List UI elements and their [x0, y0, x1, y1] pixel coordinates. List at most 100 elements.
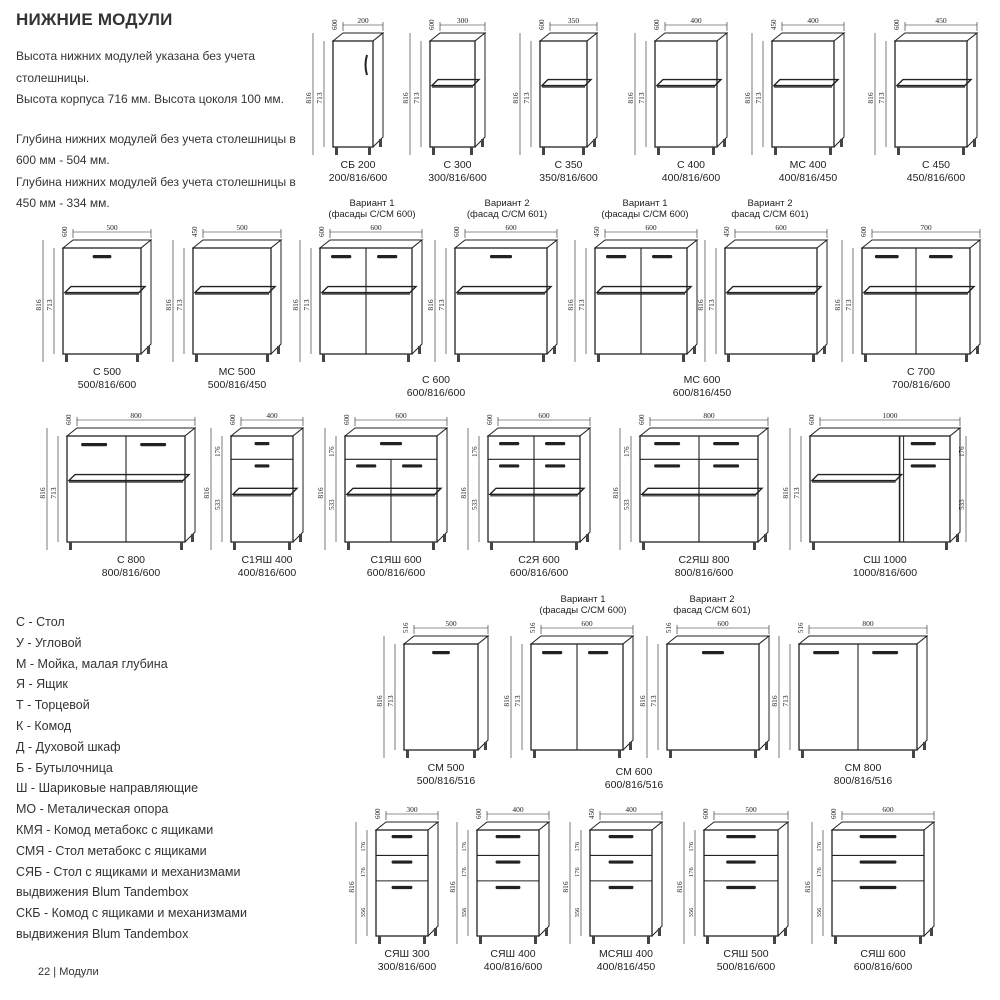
module-size: 800/816/600: [101, 567, 161, 579]
width-label: 350: [568, 16, 580, 25]
depth-label: 600: [830, 808, 838, 819]
height-label: 713: [649, 695, 658, 707]
handle-icon: [652, 255, 673, 259]
handle-icon: [654, 464, 681, 468]
side-panel: [436, 426, 448, 543]
depth-label: 450: [588, 808, 596, 819]
front-panel: [654, 40, 718, 148]
front-panel: [724, 247, 818, 355]
handle-icon: [495, 835, 521, 839]
side-panel: [546, 238, 558, 355]
shelf: [67, 473, 191, 482]
depth-label: 600: [343, 414, 351, 425]
depth-label: 600: [318, 226, 326, 237]
height-label: 816: [202, 487, 211, 499]
side-panel: [969, 238, 981, 355]
shelf: [231, 487, 299, 495]
variant-label-line: фасад С/СМ 601): [673, 605, 751, 616]
height-label: 176: [461, 867, 468, 878]
handle-icon: [377, 255, 398, 259]
leg: [136, 354, 139, 362]
leg: [669, 750, 672, 758]
side-panel: [758, 634, 770, 751]
variant-label: Вариант 1(фасады С/СМ 600): [533, 594, 633, 616]
height-label: 356: [360, 907, 367, 918]
leg: [962, 147, 965, 155]
shelf: [345, 487, 443, 495]
leg: [973, 139, 976, 147]
height-label: 176: [574, 841, 581, 852]
side-panel: [651, 820, 663, 937]
width-label: 300: [406, 805, 418, 814]
module-code: СЯШ 300: [384, 948, 430, 960]
module-size: 500/816/600: [77, 379, 137, 391]
leg: [629, 742, 632, 750]
width-label: 800: [703, 411, 715, 420]
handle-icon: [813, 651, 840, 655]
module-size: 500/816/450: [207, 379, 267, 391]
front-panel: [375, 829, 429, 937]
leg: [470, 147, 473, 155]
height-label: 176: [360, 867, 367, 878]
leg: [597, 354, 600, 362]
width-label: 500: [106, 223, 118, 232]
width-label: 400: [266, 411, 278, 420]
height-label: 356: [461, 907, 468, 918]
leg: [723, 139, 726, 147]
countertop: [343, 427, 449, 437]
depth-label: 600: [61, 226, 69, 237]
leg: [490, 542, 493, 550]
countertop: [723, 239, 829, 249]
variant-label-line: Вариант 2: [689, 594, 735, 605]
width-label: 400: [512, 805, 524, 814]
handle-icon: [391, 860, 413, 864]
leg: [812, 542, 815, 550]
module-size: 300/816/600: [377, 961, 437, 973]
leg: [706, 936, 709, 944]
legend-item: СКБ - Комод с ящиками и механизмами выдв…: [16, 906, 247, 941]
leg: [930, 928, 933, 936]
handle-icon: [499, 464, 520, 468]
handle-icon: [859, 885, 897, 890]
height-label: 816: [316, 487, 325, 499]
side-panel: [411, 238, 423, 355]
handle-icon: [654, 442, 681, 446]
height-label: 816: [38, 487, 47, 499]
handle-icon: [608, 860, 634, 864]
leg: [288, 542, 291, 550]
depth-label: 600: [486, 414, 494, 425]
height-label: 533: [471, 499, 479, 510]
height-label: 816: [164, 299, 173, 311]
countertop: [191, 239, 283, 249]
countertop: [860, 239, 982, 249]
handle-icon: [140, 443, 167, 447]
leg: [840, 139, 843, 147]
module-size: 1000/816/600: [852, 567, 918, 579]
handle-icon: [606, 255, 627, 259]
depth-label: 516: [402, 622, 410, 633]
handle-icon: [489, 255, 513, 259]
countertop: [638, 427, 770, 437]
width-label: 600: [775, 223, 787, 232]
handle-icon: [545, 464, 566, 468]
handle-icon: [364, 54, 368, 76]
